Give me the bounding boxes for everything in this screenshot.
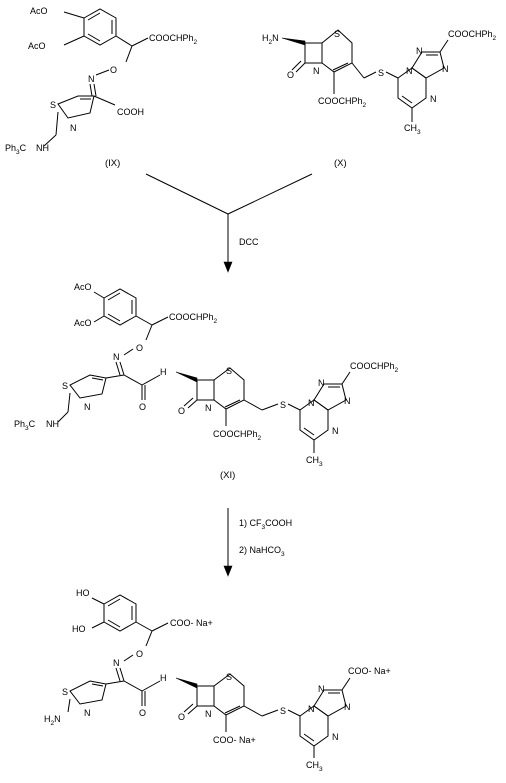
xi-amide-oxygen: O (139, 402, 146, 412)
ix-trityl: Ph3C (5, 143, 27, 156)
xi-triazole-ring (313, 383, 347, 411)
product-beta-lactam-ring (196, 685, 215, 707)
xi-thiazole-ring (69, 374, 107, 399)
convergent-arrow: DCC (145, 173, 313, 273)
compound-ix: AcO AcO COOCHPh2 O N COOH S N Ph3C NH (I… (5, 6, 198, 169)
ix-acid: COOH (117, 107, 144, 117)
xi-methyl: CH3 (306, 455, 323, 468)
x-ring-nitrogen-2: N (416, 46, 423, 56)
ix-acetoxy-bottom: AcO (28, 41, 46, 51)
product-hydroxy-bottom: HO (72, 624, 86, 634)
x-ring-nitrogen-4: N (430, 94, 437, 104)
product-thiazole-nitrogen: N (84, 708, 91, 718)
x-ring-nitrogen-1: N (406, 66, 413, 76)
product-lactam-oxygen: O (178, 712, 185, 722)
ix-thiazole-nitrogen: N (70, 123, 77, 133)
x-triazolo-ester: COOCHPh2 (448, 29, 497, 42)
xi-ring-nitrogen-3: N (344, 396, 351, 406)
ix-acetoxy-top: AcO (30, 6, 48, 16)
product-amine: H2N (44, 714, 61, 727)
xi-amine: NH (46, 419, 59, 429)
xi-thiazole-nitrogen: N (84, 402, 91, 412)
product-hydroxy-top: HO (76, 588, 90, 598)
product-ring-nitrogen-1: N (308, 704, 315, 714)
x-beta-lactam-ring (304, 42, 323, 64)
ix-ester: COOCHPh2 (149, 33, 198, 46)
reagent-nahco3: 2) NaHCO3 (239, 545, 285, 558)
xi-dihydrothiazine-ring (213, 367, 245, 410)
xi-amide-nh: H (160, 367, 167, 377)
product-triazolo-carboxylate: COO- Na+ (348, 666, 391, 676)
xi-acetoxy-top: AcO (74, 282, 92, 292)
ix-amine: NH (36, 143, 49, 153)
ix-oxime-nitrogen: N (88, 74, 95, 84)
x-ester: COOCHPh2 (318, 96, 367, 109)
product-ring-nitrogen-3: N (344, 702, 351, 712)
product-thiazole-ring (69, 680, 107, 705)
product-ring-sulfur: S (226, 672, 232, 682)
arrowhead-2 (223, 565, 233, 577)
product-dihydrothiazine-ring (213, 673, 245, 716)
ix-thiazole-ring (57, 95, 95, 119)
x-amine-wedge (281, 37, 306, 46)
product-oxime-nitrogen: N (113, 658, 120, 668)
product-triazole-ring (313, 689, 347, 717)
product-ceph-carboxylate: COO- Na+ (213, 735, 256, 745)
x-amine: H2N (262, 33, 279, 46)
compound-x: H2N O N S COOCHPh2 S N N N N COOCHPh2 CH… (262, 29, 497, 169)
ix-oxime-oxygen: O (110, 65, 117, 75)
x-lactam-nitrogen: N (313, 66, 320, 76)
product-carboxylate: COO- Na+ (170, 618, 213, 628)
deprotection-arrow: 1) CF3COOH 2) NaHCO3 (223, 508, 292, 577)
product-amide-nh: H (160, 673, 167, 683)
x-label: (X) (334, 158, 347, 169)
xi-triazolo-ester: COOCHPh2 (350, 361, 399, 374)
xi-oxime-oxygen: O (136, 343, 143, 353)
xi-acetoxy-bottom: AcO (74, 318, 92, 328)
x-lactam-oxygen: O (287, 70, 294, 80)
xi-amide-wedge (175, 371, 198, 383)
xi-ceph-ester: COOCHPh2 (213, 429, 262, 442)
x-methyl: CH3 (404, 123, 421, 136)
xi-lactam-oxygen: O (178, 406, 185, 416)
product-ring-nitrogen-2: N (318, 684, 325, 694)
product-amide-oxygen: O (139, 708, 146, 718)
xi-label: (XI) (220, 470, 235, 481)
arrowhead-1 (223, 261, 233, 273)
product-thioether-sulfur: S (280, 706, 286, 716)
reagent-dcc: DCC (239, 237, 259, 247)
ix-catechol-ring (83, 8, 117, 46)
xi-beta-lactam-ring (196, 379, 215, 401)
product-ring-nitrogen-4: N (332, 732, 339, 742)
xi-ring-nitrogen-2: N (318, 378, 325, 388)
ix-label: (IX) (105, 158, 120, 169)
xi-ester: COOCHPh2 (169, 312, 218, 325)
ix-thiazole-sulfur: S (50, 100, 56, 110)
product-lactam-nitrogen: N (205, 709, 212, 719)
x-dihydrothiazine-ring (321, 29, 353, 73)
x-ring-sulfur: S (334, 29, 340, 39)
compound-xi: AcO AcO COOCHPh2 O N S N Ph3C NH O H O N… (14, 282, 399, 481)
x-triazole-ring (411, 51, 445, 79)
xi-catechol-ring (103, 288, 137, 326)
xi-thioether-sulfur: S (280, 400, 286, 410)
product-thiazole-sulfur: S (62, 687, 68, 697)
product-methyl: CH3 (306, 760, 323, 773)
xi-thiazole-sulfur: S (62, 381, 68, 391)
xi-trityl: Ph3C (14, 419, 36, 432)
product-amide-wedge (175, 677, 198, 689)
x-thioether-sulfur: S (378, 68, 384, 78)
final-product: HO HO COO- Na+ O N S N H2N O H O N S COO… (44, 588, 391, 773)
x-ring-nitrogen-3: N (442, 64, 449, 74)
product-oxime-oxygen: O (136, 649, 143, 659)
xi-ring-sulfur: S (226, 366, 232, 376)
xi-ring-nitrogen-1: N (308, 398, 315, 408)
reagent-tfa: 1) CF3COOH (239, 518, 292, 531)
xi-lactam-nitrogen: N (205, 403, 212, 413)
product-catechol-ring (103, 594, 137, 632)
xi-ring-nitrogen-4: N (332, 426, 339, 436)
xi-oxime-nitrogen: N (113, 352, 120, 362)
